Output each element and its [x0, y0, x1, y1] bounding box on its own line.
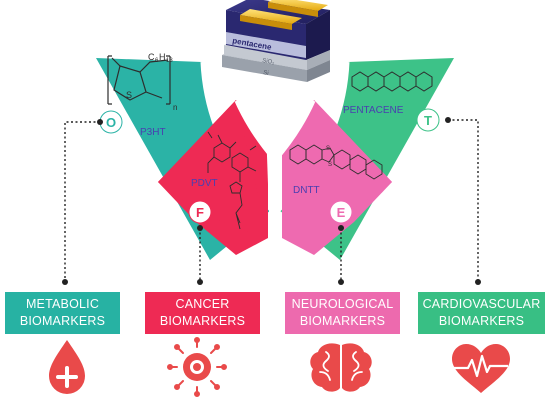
p3ht-sulfur-label: S: [126, 90, 132, 100]
p3ht-label: P3HT: [140, 127, 166, 138]
metabolic-biomarkers-box: METABOLIC BIOMARKERS: [5, 292, 120, 334]
svg-text:E: E: [337, 205, 346, 220]
p3ht-structure: [107, 55, 171, 105]
p3ht-h-label: H: [159, 52, 166, 62]
heart-pulse-icon: [452, 344, 510, 393]
dntt-sulfur-b: S: [328, 162, 332, 168]
device-substrate-label: Si: [263, 70, 269, 77]
letter-circle-o: O: [99, 110, 123, 134]
dntt-structure: [289, 144, 383, 180]
neurological-line2: BIOMARKERS: [299, 314, 386, 328]
metabolic-line1: METABOLIC: [25, 297, 100, 311]
letter-circle-f: F: [188, 200, 212, 224]
cancer-cell-icon: [167, 337, 227, 397]
letter-circle-e: E: [329, 200, 353, 224]
metabolic-line2: BIOMARKERS: [19, 314, 106, 328]
pentacene-structure: [351, 71, 433, 92]
p3ht-c-label: C: [148, 52, 155, 62]
connector-metabolic: [62, 119, 103, 285]
wedge-separator: [265, 99, 280, 241]
p3ht-13-label: 13: [166, 58, 173, 64]
cardiovascular-line2: BIOMARKERS: [438, 314, 525, 328]
svg-text:T: T: [424, 113, 432, 128]
neurological-line1: NEUROLOGICAL: [291, 297, 394, 311]
p3ht-n-label: n: [173, 103, 177, 112]
dntt-label: DNTT: [293, 185, 320, 196]
cardiovascular-line1: CARDIOVASCULAR: [422, 297, 541, 311]
pdvt-label: PDVT: [191, 178, 218, 189]
pdvt-structure: [207, 131, 257, 230]
connector-neurological: [338, 225, 344, 285]
pentacene-label: PENTACENE: [343, 105, 404, 116]
svg-text:F: F: [196, 205, 204, 220]
ofet-device-image: pentacene SiO₂ Si: [222, 0, 330, 82]
cancer-line2: BIOMARKERS: [159, 314, 246, 328]
p3ht-6-label: 6: [155, 58, 159, 64]
device-dielectric-label: SiO₂: [262, 58, 276, 66]
neurological-biomarkers-box: NEUROLOGICAL BIOMARKERS: [285, 292, 400, 334]
cancer-biomarkers-box: CANCER BIOMARKERS: [145, 292, 260, 334]
svg-text:O: O: [106, 115, 116, 130]
brain-icon: [310, 343, 372, 392]
dntt-sulfur-a: S: [326, 146, 330, 152]
letter-circle-t: T: [416, 108, 440, 132]
blood-drop-plus-icon: [49, 340, 85, 394]
connector-cancer: [197, 225, 203, 285]
fan-dntt: [274, 100, 392, 255]
cancer-line1: CANCER: [175, 297, 230, 311]
cardiovascular-biomarkers-box: CARDIOVASCULAR BIOMARKERS: [418, 292, 545, 334]
connector-cardiovascular: [445, 117, 481, 285]
